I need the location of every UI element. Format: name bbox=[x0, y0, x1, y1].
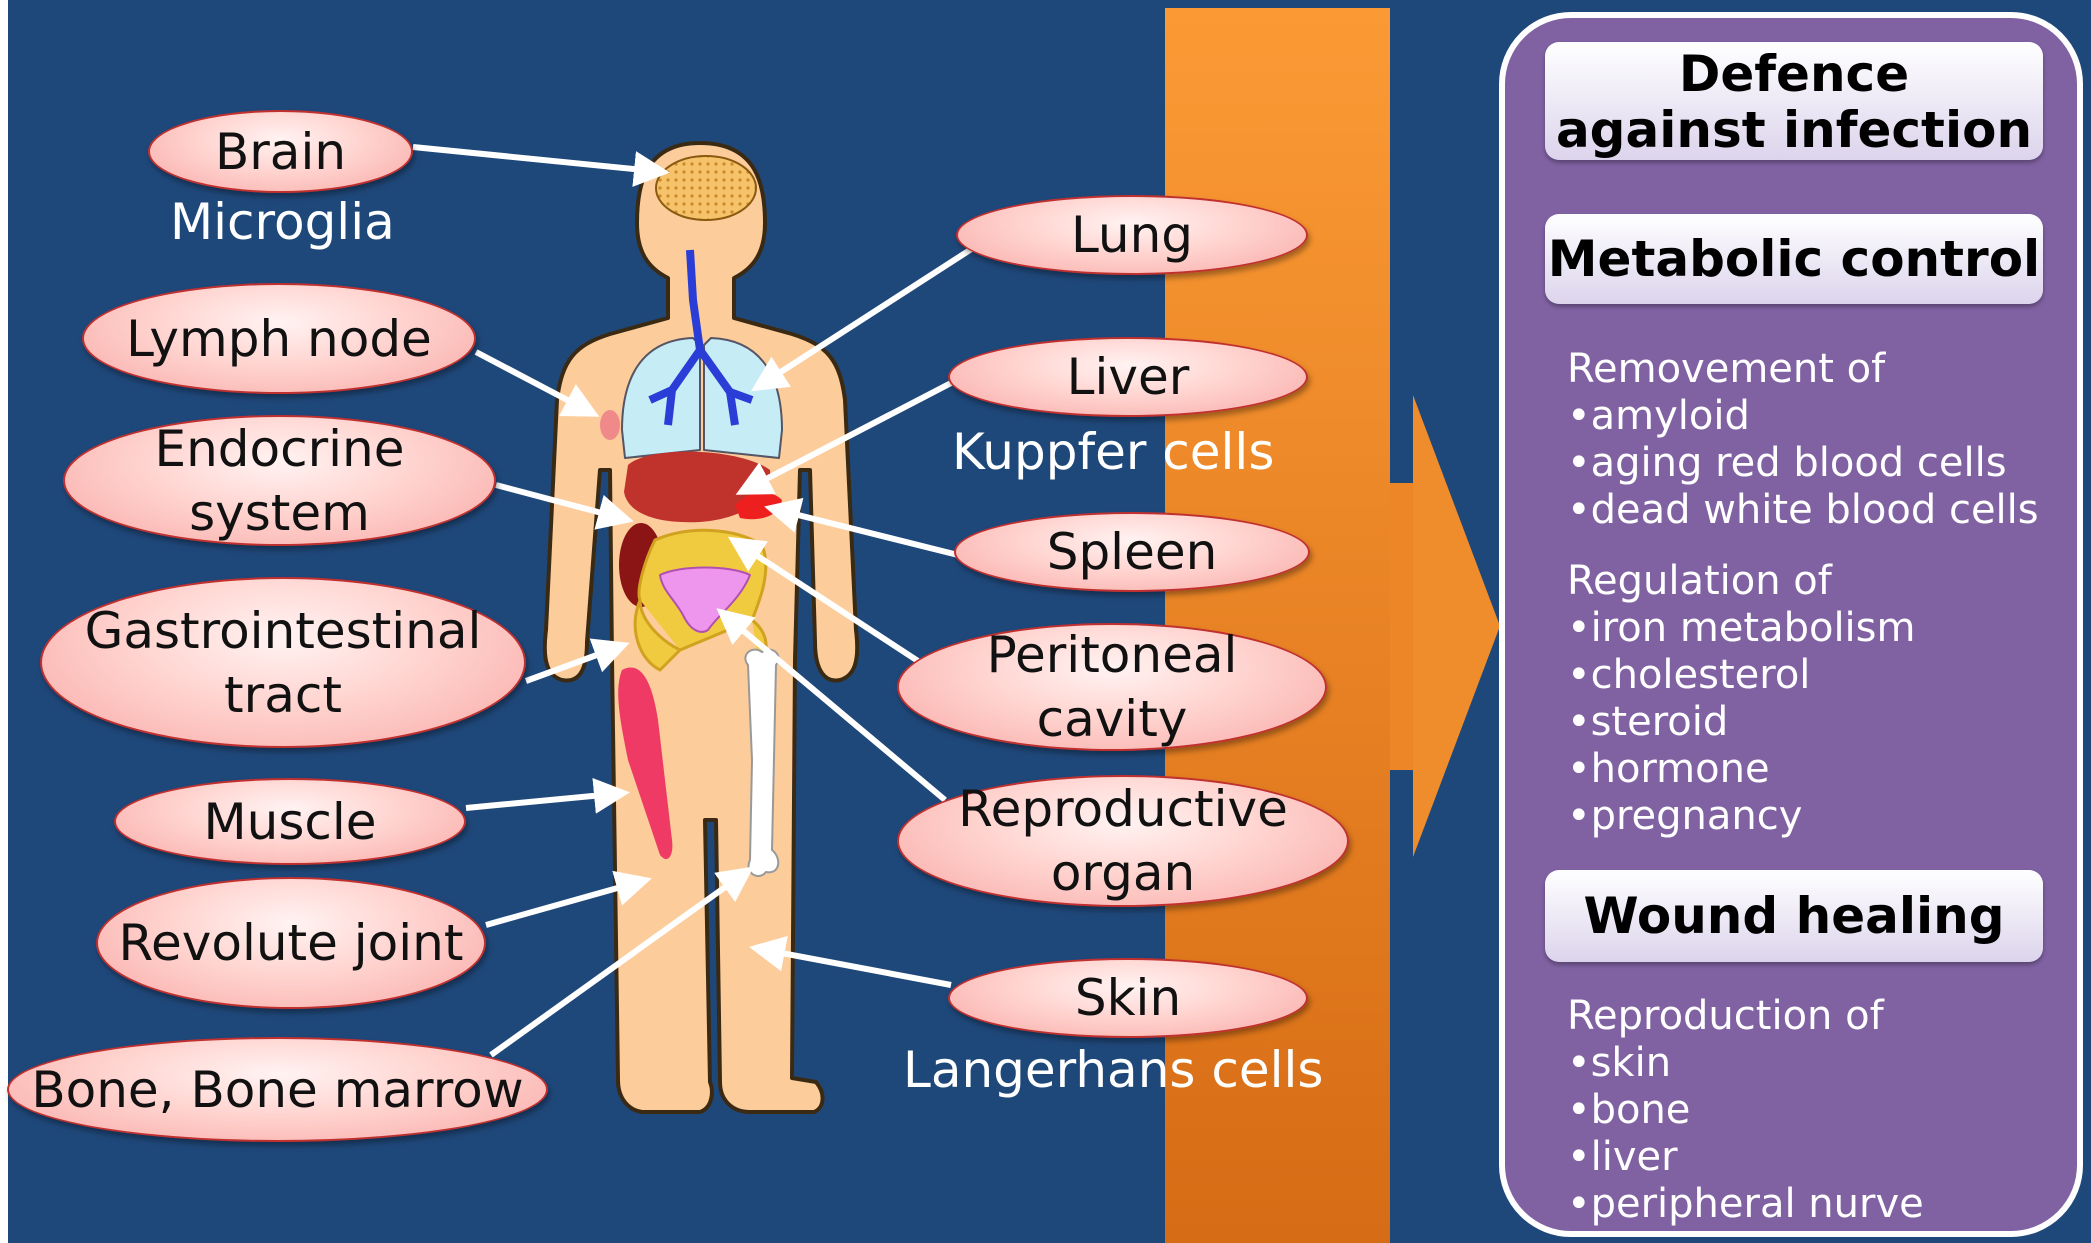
removement-heading: Removement of bbox=[1567, 346, 2039, 393]
microglia-label: Microglia bbox=[170, 192, 395, 252]
peritoneal-line-1: Peritoneal bbox=[987, 623, 1238, 687]
defence-line-2: against infection bbox=[1545, 102, 2043, 158]
organ-label-bone: Bone, Bone marrow bbox=[7, 1037, 548, 1142]
lymph-node-organ bbox=[600, 410, 620, 440]
functions-panel: Defence against infection Metabolic cont… bbox=[1499, 12, 2083, 1237]
gastrointestinal-line-1: Gastrointestinal bbox=[85, 599, 482, 663]
regulation-list: Regulation of •iron metabolism •choleste… bbox=[1567, 558, 1915, 840]
organ-label-muscle: Muscle bbox=[114, 778, 466, 865]
defence-line-1: Defence bbox=[1545, 46, 2043, 102]
regulation-item: •cholesterol bbox=[1567, 652, 1915, 699]
removement-item: •dead white blood cells bbox=[1567, 487, 2039, 534]
regulation-item: •pregnancy bbox=[1567, 793, 1915, 840]
reproduction-item: •skin bbox=[1567, 1040, 1924, 1087]
peritoneal-line-2: cavity bbox=[987, 687, 1238, 751]
organ-label-lymph-node: Lymph node bbox=[82, 283, 476, 394]
organ-label-liver: Liver bbox=[948, 337, 1308, 417]
gastrointestinal-line-2: tract bbox=[85, 663, 482, 727]
regulation-item: •iron metabolism bbox=[1567, 605, 1915, 652]
wound-healing-header: Wound healing bbox=[1545, 870, 2043, 962]
brain-organ bbox=[656, 156, 756, 220]
defence-header: Defence against infection bbox=[1545, 42, 2043, 160]
organ-label-revolute-joint: Revolute joint bbox=[96, 877, 486, 1009]
removement-list: Removement of •amyloid •aging red blood … bbox=[1567, 346, 2039, 534]
organ-label-lung: Lung bbox=[956, 195, 1308, 275]
metabolic-control-header: Metabolic control bbox=[1545, 214, 2043, 304]
regulation-item: •hormone bbox=[1567, 746, 1915, 793]
endocrine-line-1: Endocrine bbox=[155, 417, 405, 481]
reproduction-heading: Reproduction of bbox=[1567, 993, 1924, 1040]
organ-label-skin: Skin bbox=[948, 958, 1308, 1038]
organ-label-brain: Brain bbox=[148, 110, 413, 193]
reproduction-list: Reproduction of •skin •bone •liver •peri… bbox=[1567, 993, 1924, 1228]
reproductive-line-2: organ bbox=[958, 841, 1288, 905]
reproduction-item: •peripheral nurve bbox=[1567, 1181, 1924, 1228]
removement-item: •amyloid bbox=[1567, 393, 2039, 440]
reproductive-line-1: Reproductive bbox=[958, 777, 1288, 841]
reproduction-item: •bone bbox=[1567, 1087, 1924, 1134]
reproduction-item: •liver bbox=[1567, 1134, 1924, 1181]
regulation-item: •steroid bbox=[1567, 699, 1915, 746]
endocrine-line-2: system bbox=[155, 481, 405, 545]
organ-label-spleen: Spleen bbox=[954, 512, 1310, 592]
removement-item: •aging red blood cells bbox=[1567, 440, 2039, 487]
langerhans-cells-label: Langerhans cells bbox=[903, 1040, 1323, 1100]
regulation-heading: Regulation of bbox=[1567, 558, 1915, 605]
kuppfer-cells-label: Kuppfer cells bbox=[952, 422, 1274, 482]
